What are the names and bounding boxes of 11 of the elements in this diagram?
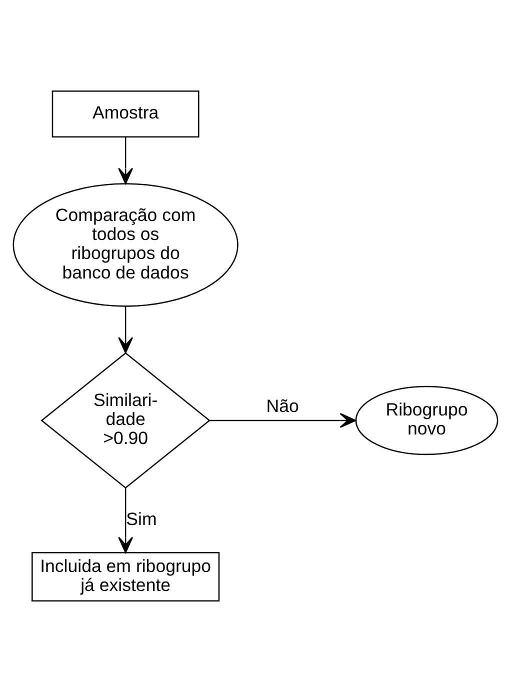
arrow (118, 488, 134, 554)
node-box: Incluida em ribogrupo já existente (32, 552, 220, 602)
edge-label: Não (266, 396, 299, 416)
arrow (118, 306, 134, 354)
node-box: Amostra (52, 90, 200, 138)
arrow (118, 137, 134, 184)
arrow (209, 412, 356, 428)
node-ellipse: Comparação com todos os ribogrupos do banco de dados (12, 183, 238, 307)
edge-label: Sim (126, 508, 157, 529)
node-diamond: Similari- dade >0.90 (40, 352, 210, 489)
node-ellipse: Ribogrupo novo (355, 386, 498, 456)
